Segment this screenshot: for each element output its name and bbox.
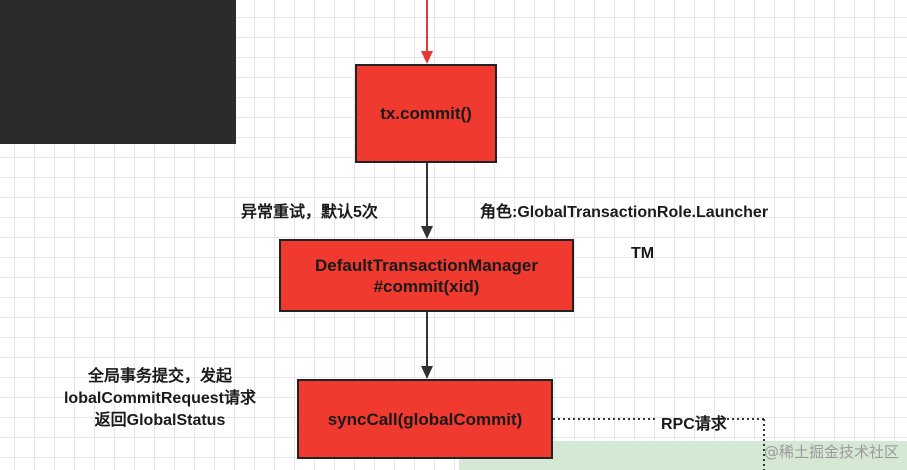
sync-call-node: syncCall(globalCommit) bbox=[297, 379, 553, 459]
role-label: 角色:GlobalTransactionRole.Launcher bbox=[480, 204, 769, 221]
arrow-commit-to-manager-head bbox=[421, 226, 433, 239]
commit-note-line3: 返回GlobalStatus bbox=[94, 412, 226, 429]
tm-label: TM bbox=[631, 245, 655, 262]
dark-panel bbox=[0, 0, 236, 144]
retry-label: 异常重试，默认5次 bbox=[241, 204, 378, 221]
commit-note-line2: lobalCommitRequest请求 bbox=[63, 390, 257, 407]
transaction-manager-node: DefaultTransactionManager #commit(xid) bbox=[279, 239, 574, 312]
commit-note: 全局事务提交，发起 lobalCommitRequest请求 返回GlobalS… bbox=[40, 366, 280, 432]
arrow-manager-to-sync-head bbox=[421, 366, 433, 379]
incoming-arrowhead bbox=[421, 51, 433, 64]
sync-call-node-label: syncCall(globalCommit) bbox=[327, 409, 523, 429]
commit-node: tx.commit() bbox=[355, 64, 497, 163]
rpc-label: RPC请求 bbox=[661, 416, 727, 433]
transaction-manager-node-line2: #commit(xid) bbox=[373, 276, 480, 296]
transaction-manager-node-line1: DefaultTransactionManager bbox=[315, 255, 538, 275]
commit-node-label: tx.commit() bbox=[380, 104, 472, 123]
watermark: @稀土掘金技术社区 bbox=[763, 443, 899, 461]
commit-note-line1: 全局事务提交，发起 bbox=[87, 368, 232, 385]
